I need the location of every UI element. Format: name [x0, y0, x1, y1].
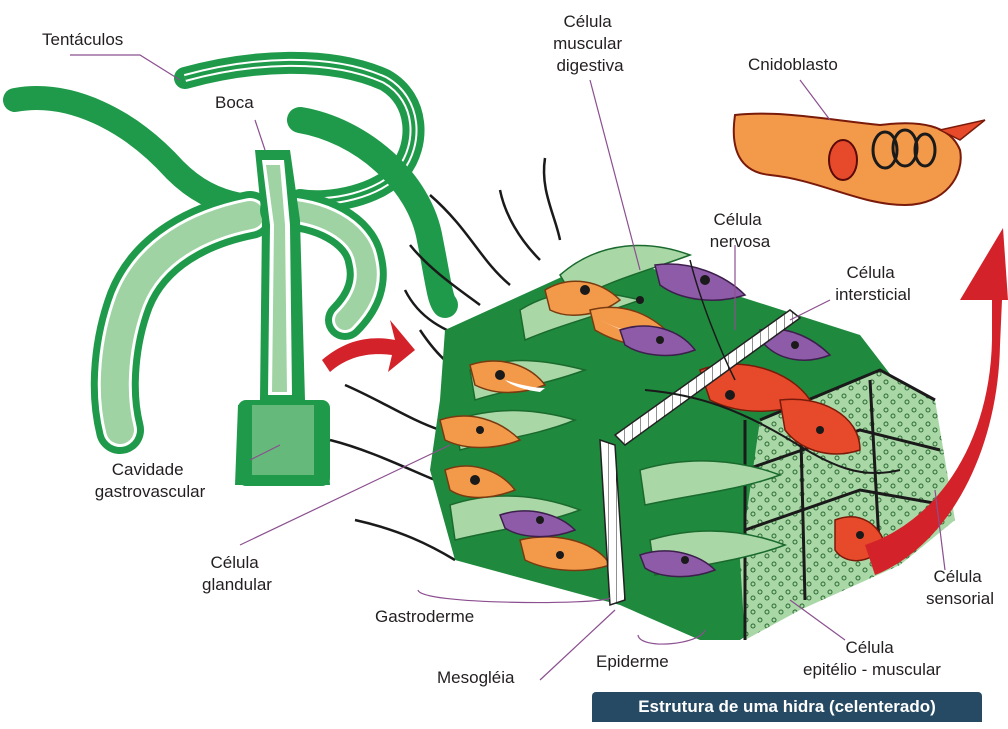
label-tentaculos: Tentáculos — [42, 30, 123, 49]
label-celula-intersticial: Célula intersticial — [835, 263, 911, 304]
label-boca: Boca — [215, 93, 254, 112]
label-epiderme: Epiderme — [596, 652, 669, 671]
label-celula-epitelio-muscular: Célula epitélio - muscular — [803, 638, 941, 679]
label-cnidoblasto: Cnidoblasto — [748, 55, 838, 74]
label-celula-sensorial: Célula sensorial — [926, 567, 994, 608]
label-celula-muscular-digestiva: Célula muscular digestiva — [553, 12, 627, 75]
label-mesogleia: Mesogléia — [437, 668, 515, 687]
label-celula-nervosa: Célula nervosa — [710, 210, 771, 251]
label-cavidade-gastrovascular: Cavidade gastrovascular — [95, 460, 206, 501]
label-celula-glandular: Célula glandular — [202, 553, 272, 594]
label-gastroderme: Gastroderme — [375, 607, 474, 626]
cnidoblast-cell — [734, 114, 985, 205]
figure-caption: Estrutura de uma hidra (celenterado) — [592, 692, 982, 722]
hydra-body — [15, 63, 445, 486]
